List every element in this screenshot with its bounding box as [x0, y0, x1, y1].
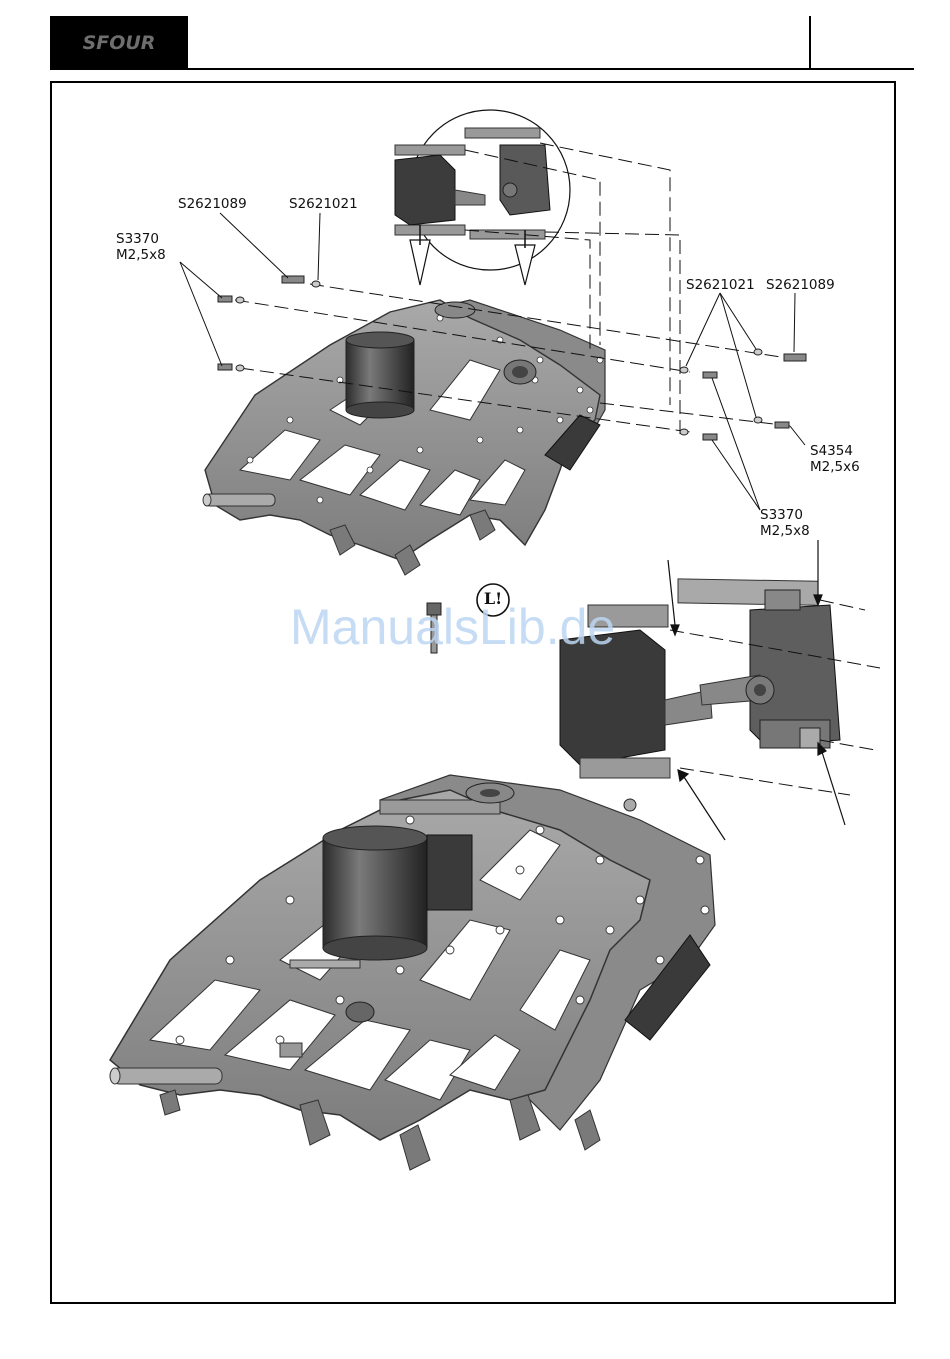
top-right-screws: [680, 349, 806, 440]
label-s4354-code: S4354: [810, 443, 853, 459]
label-s2621089-top: S2621089: [178, 196, 247, 212]
bottom-frame-assembly: [110, 775, 715, 1170]
label-s2621089-right: S2621089: [766, 277, 835, 293]
servo-detail-circle: [395, 110, 570, 285]
label-s3370-right-code: S3370: [760, 507, 803, 523]
label-s3370-right-size: M2,5x8: [760, 523, 810, 539]
label-s2621021-right: S2621021: [686, 277, 755, 293]
label-s3370-left-size: M2,5x8: [116, 247, 166, 263]
watermark: ManualsLib.de: [290, 598, 615, 656]
label-s4354-size: M2,5x6: [810, 459, 860, 475]
top-left-screws: [218, 276, 320, 371]
label-s3370-left-code: S3370: [116, 231, 159, 247]
top-frame-assembly: [203, 300, 605, 575]
label-s2621021-top: S2621021: [289, 196, 358, 212]
